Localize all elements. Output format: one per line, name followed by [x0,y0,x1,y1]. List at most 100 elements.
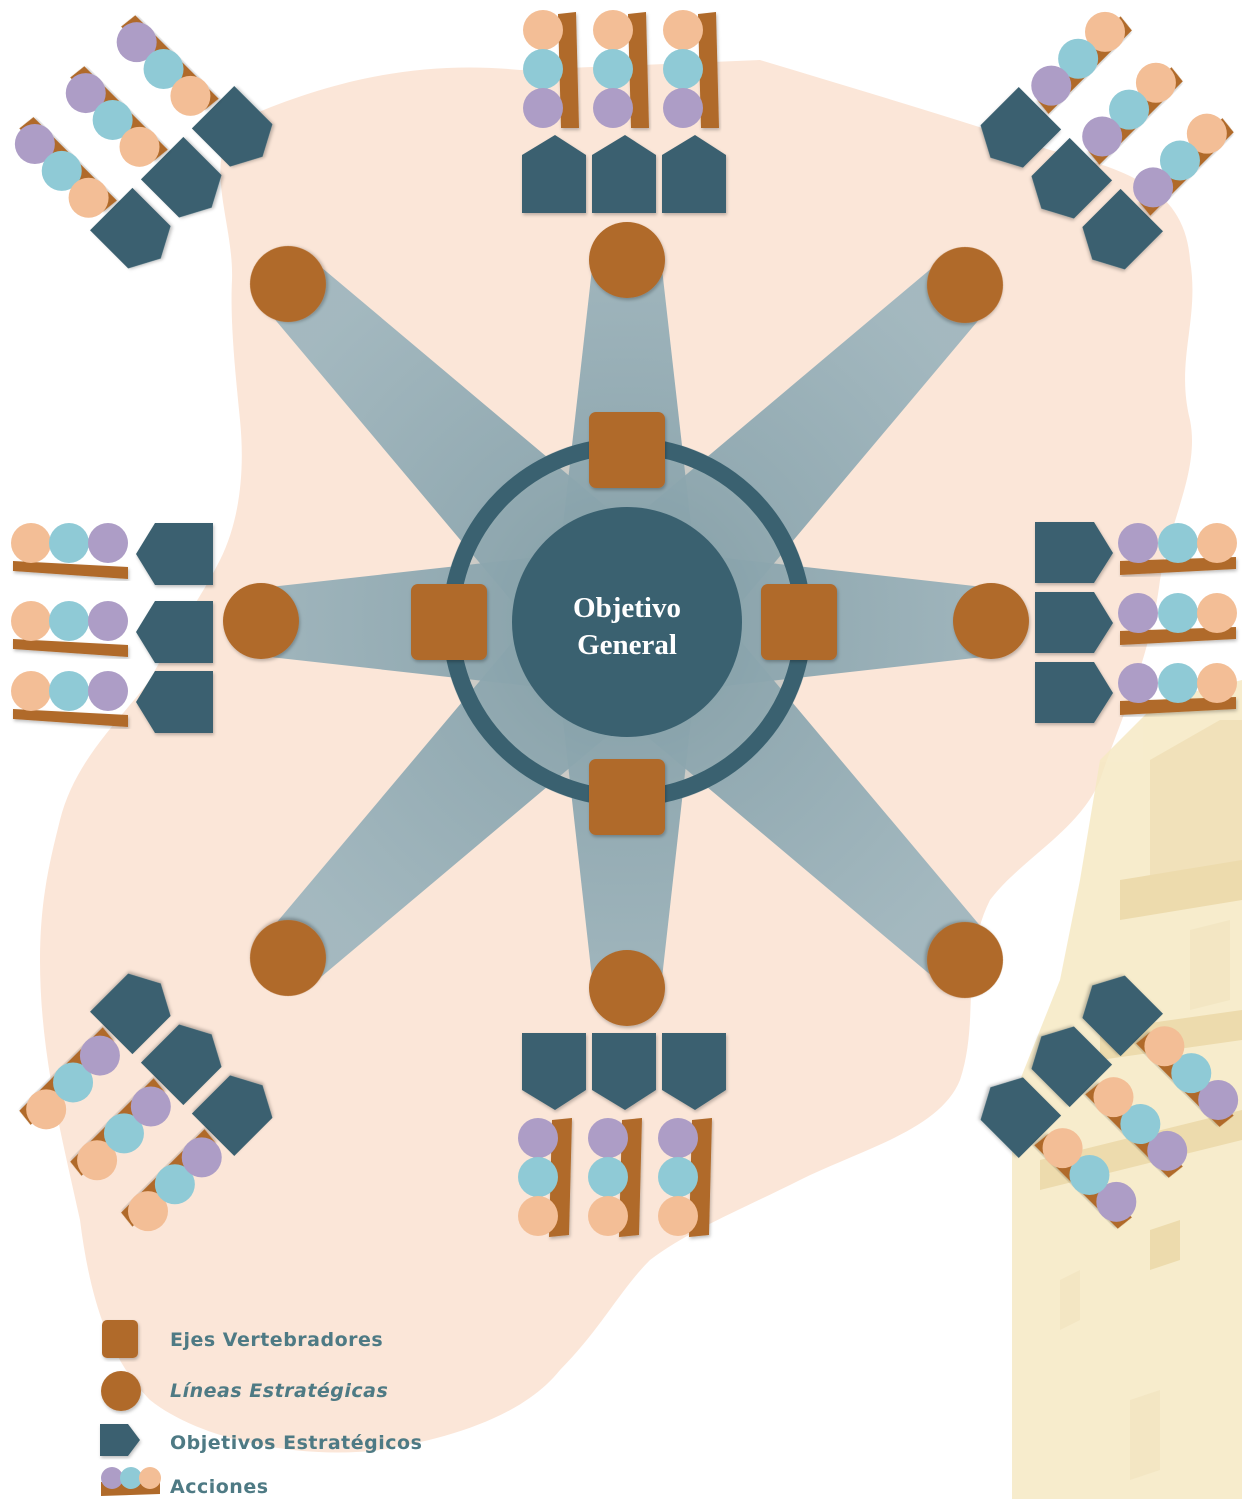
objetivo-e-2 [1035,662,1113,723]
legend-item-objetivos: Objetivos Estratégicos [100,1424,422,1456]
accion-s-0-dot-0 [518,1118,558,1158]
objetivo-nw-0 [90,187,171,269]
accion-w-1-dot-0 [11,601,51,641]
accion-e-2-dot-1 [1158,663,1198,703]
objetivo-nw-1 [140,136,222,218]
accion-nw-0-dot-2 [68,177,109,218]
linea-estrategica-s [589,950,665,1026]
accion-n-0-dot-1 [523,49,563,89]
branch-se [927,922,1239,1229]
accion-e-0-dot-2 [1197,523,1237,563]
accion-sw-0-dot-0 [127,1191,168,1232]
accion-n-2-dot-0 [663,10,703,50]
linea-estrategica-nw [250,246,326,322]
accion-n-2-dot-2 [663,88,703,128]
accion-e-2-dot-0 [1118,663,1158,703]
legend-label-acciones: Acciones [170,1476,269,1498]
accion-ne-1-dot-2 [1082,116,1123,157]
eje-vertebrador-top [589,412,665,488]
objetivo-s-1 [592,1033,656,1110]
linea-estrategica-e [953,583,1029,659]
accion-legend-dot-blue [120,1467,142,1489]
center-label-line-1: Objetivo [573,592,681,624]
accion-s-2-dot-0 [658,1118,698,1158]
accion-se-1-dot-1 [1120,1104,1161,1145]
accion-legend-dot-peach [139,1467,161,1489]
accion-w-2-dot-0 [11,671,51,711]
objetivo-general-circle [512,507,742,737]
accion-ne-0-dot-1 [1058,38,1099,79]
accion-w-0-dot-0 [11,523,51,563]
accion-w-1-dot-2 [88,601,128,641]
accion-s-1-dot-0 [588,1118,628,1158]
accion-s-0-dot-2 [518,1196,558,1236]
branches [11,10,1239,1237]
accion-nw-2-dot-1 [143,49,184,90]
accion-nw-1-dot-2 [119,126,160,167]
objetivo-n-0 [522,135,586,213]
legend-item-acciones: Acciones [101,1467,269,1498]
accion-bar-w-1 [13,639,128,657]
accion-e-1-dot-0 [1118,593,1158,633]
accion-s-1-dot-2 [588,1196,628,1236]
objetivo-e-0 [1035,522,1113,583]
objetivo-w-1 [136,601,213,663]
accion-w-1-dot-1 [49,601,89,641]
linea-estrategica-ne [927,247,1003,323]
branch-sw [19,920,326,1232]
accion-e-1-dot-2 [1197,593,1237,633]
branch-nw [14,15,326,322]
accion-w-2-dot-2 [88,671,128,711]
accion-w-0-dot-1 [49,523,89,563]
legend: Ejes Vertebradores Líneas Estratégicas O… [100,1320,422,1498]
branch-east [953,522,1237,723]
accion-bar-e-0 [1120,557,1236,575]
accion-sw-0-dot-1 [154,1164,195,1205]
accion-w-2-dot-1 [49,671,89,711]
objetivo-n-1 [592,135,656,213]
accion-nw-0-dot-0 [14,123,55,164]
accion-ne-1-dot-0 [1135,62,1176,103]
accion-e-1-dot-1 [1158,593,1198,633]
objetivo-sw-0 [191,1075,273,1156]
accion-legend-dot-lavender [101,1467,123,1489]
objetivo-e-1 [1035,592,1113,653]
accion-n-1-dot-0 [593,10,633,50]
linea-estrategica-w [223,583,299,659]
accion-sw-2-dot-0 [26,1089,67,1130]
accion-ne-1-dot-1 [1109,89,1150,130]
linea-legend-icon [101,1371,141,1411]
accion-se-0-dot-1 [1171,1053,1212,1094]
accion-s-2-dot-2 [658,1196,698,1236]
objetivo-w-2 [136,671,213,733]
linea-estrategica-n [589,222,665,298]
center-label-line-2: General [577,629,677,661]
accion-sw-2-dot-1 [53,1062,94,1103]
accion-sw-1-dot-1 [103,1113,144,1154]
objetivo-nw-2 [191,86,273,167]
accion-ne-2-dot-1 [1159,140,1200,181]
accion-nw-2-dot-0 [116,22,157,63]
objetivo-n-2 [662,135,726,213]
accion-s-0-dot-1 [518,1157,558,1197]
accion-nw-1-dot-1 [92,99,133,140]
accion-bar-e-1 [1120,627,1236,645]
objetivo-w-0 [136,523,213,585]
accion-sw-1-dot-0 [77,1140,118,1181]
accion-e-2-dot-2 [1197,663,1237,703]
accion-nw-2-dot-2 [170,75,211,116]
eje-legend-icon [102,1320,138,1358]
accion-sw-0-dot-2 [181,1137,222,1178]
linea-estrategica-se [927,922,1003,998]
objetivo-se-1 [1031,1026,1113,1108]
branch-ne [927,11,1234,323]
objetivo-s-0 [522,1033,586,1110]
accion-ne-2-dot-0 [1186,113,1227,154]
accion-s-1-dot-1 [588,1157,628,1197]
objetivo-sw-1 [140,1024,222,1106]
accion-bar-n-0 [558,12,579,128]
accion-bar-n-1 [628,12,649,128]
accion-bar-w-0 [13,561,128,579]
accion-e-0-dot-1 [1158,523,1198,563]
